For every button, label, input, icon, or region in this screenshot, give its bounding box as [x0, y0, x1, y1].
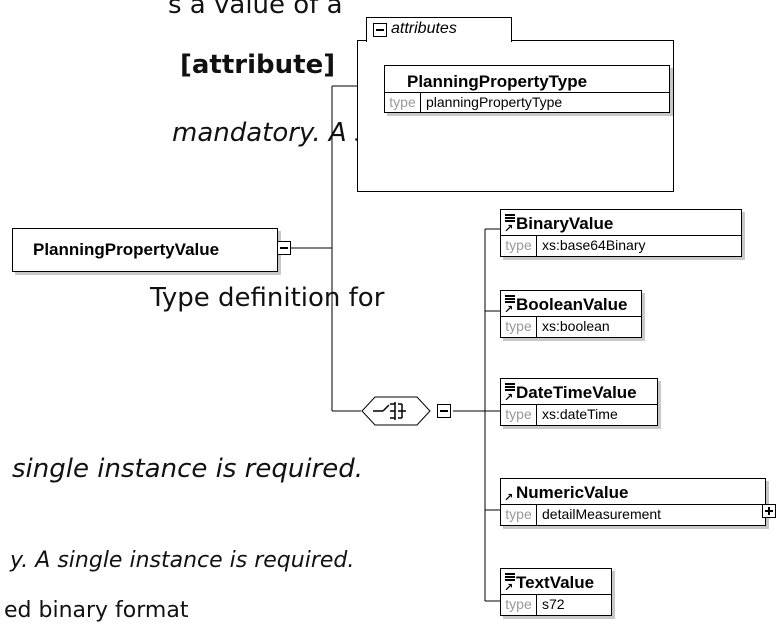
- element-box-datetimevalue[interactable]: ↗ DateTimeValue type xs:dateTime: [500, 378, 658, 426]
- divider: [501, 235, 741, 236]
- type-label: type: [505, 596, 532, 612]
- choice-compositor-icon[interactable]: [361, 396, 431, 426]
- divider: [536, 504, 537, 525]
- element-box-numericvalue[interactable]: ↗ NumericValue type detailMeasurement: [500, 478, 766, 526]
- divider: [536, 235, 537, 256]
- reference-arrow-icon: ↗: [504, 303, 514, 316]
- attributes-tab-label: attributes: [391, 20, 457, 37]
- background-text-line: s a value of a: [168, 0, 343, 20]
- reference-arrow-icon: ↗: [504, 391, 514, 404]
- background-text-line: single instance is required.: [12, 454, 364, 484]
- divider: [501, 594, 611, 595]
- attributes-tab[interactable]: attributes: [366, 17, 512, 42]
- element-box-booleanvalue[interactable]: ↗ BooleanValue type xs:boolean: [500, 290, 642, 338]
- type-label: type: [505, 318, 532, 334]
- reference-arrow-icon: ↗: [504, 222, 514, 235]
- type-label: type: [505, 237, 532, 253]
- reference-arrow-icon: ↗: [504, 581, 514, 594]
- element-name: BinaryValue: [516, 214, 614, 233]
- divider: [501, 316, 641, 317]
- type-label: type: [389, 94, 416, 110]
- root-element-box[interactable]: PlanningPropertyValue: [12, 228, 278, 272]
- element-name: TextValue: [516, 573, 595, 592]
- type-value: s72: [542, 596, 565, 612]
- attribute-name: PlanningPropertyType: [407, 72, 588, 91]
- element-name: BooleanValue: [516, 295, 628, 314]
- divider: [501, 404, 657, 405]
- element-box-textvalue[interactable]: ↗ TextValue type s72: [500, 568, 612, 616]
- type-value: xs:dateTime: [542, 406, 618, 422]
- collapse-icon[interactable]: [373, 23, 387, 37]
- type-label: type: [505, 506, 532, 522]
- divider: [536, 316, 537, 337]
- attributes-group: [357, 40, 674, 192]
- type-value: detailMeasurement: [542, 506, 662, 522]
- type-value: planningPropertyType: [426, 94, 563, 110]
- background-text-line: y. A single instance is required.: [10, 548, 355, 573]
- type-value: xs:base64Binary: [542, 237, 646, 253]
- element-name: DateTimeValue: [516, 383, 637, 402]
- attribute-box[interactable]: PlanningPropertyType type planningProper…: [384, 65, 670, 113]
- collapse-icon[interactable]: [437, 404, 451, 418]
- type-value: xs:boolean: [542, 318, 610, 334]
- divider: [536, 404, 537, 425]
- documentation-icon: [505, 295, 515, 305]
- expand-icon[interactable]: [762, 504, 776, 518]
- background-text-line: ed binary format: [4, 598, 189, 623]
- documentation-icon: [505, 214, 515, 224]
- divider: [385, 92, 669, 93]
- element-name: NumericValue: [516, 483, 629, 502]
- reference-arrow-icon: ↗: [504, 491, 514, 504]
- collapse-icon[interactable]: [277, 241, 291, 255]
- element-box-binaryvalue[interactable]: ↗ BinaryValue type xs:base64Binary: [500, 209, 742, 257]
- documentation-icon: [505, 573, 515, 583]
- root-element-name: PlanningPropertyValue: [33, 240, 220, 259]
- divider: [536, 594, 537, 615]
- divider: [420, 92, 421, 112]
- type-label: type: [505, 406, 532, 422]
- divider: [501, 504, 765, 505]
- background-text-line: Type definition for: [150, 283, 385, 313]
- documentation-icon: [505, 383, 515, 393]
- background-text-line: [attribute]: [180, 50, 336, 80]
